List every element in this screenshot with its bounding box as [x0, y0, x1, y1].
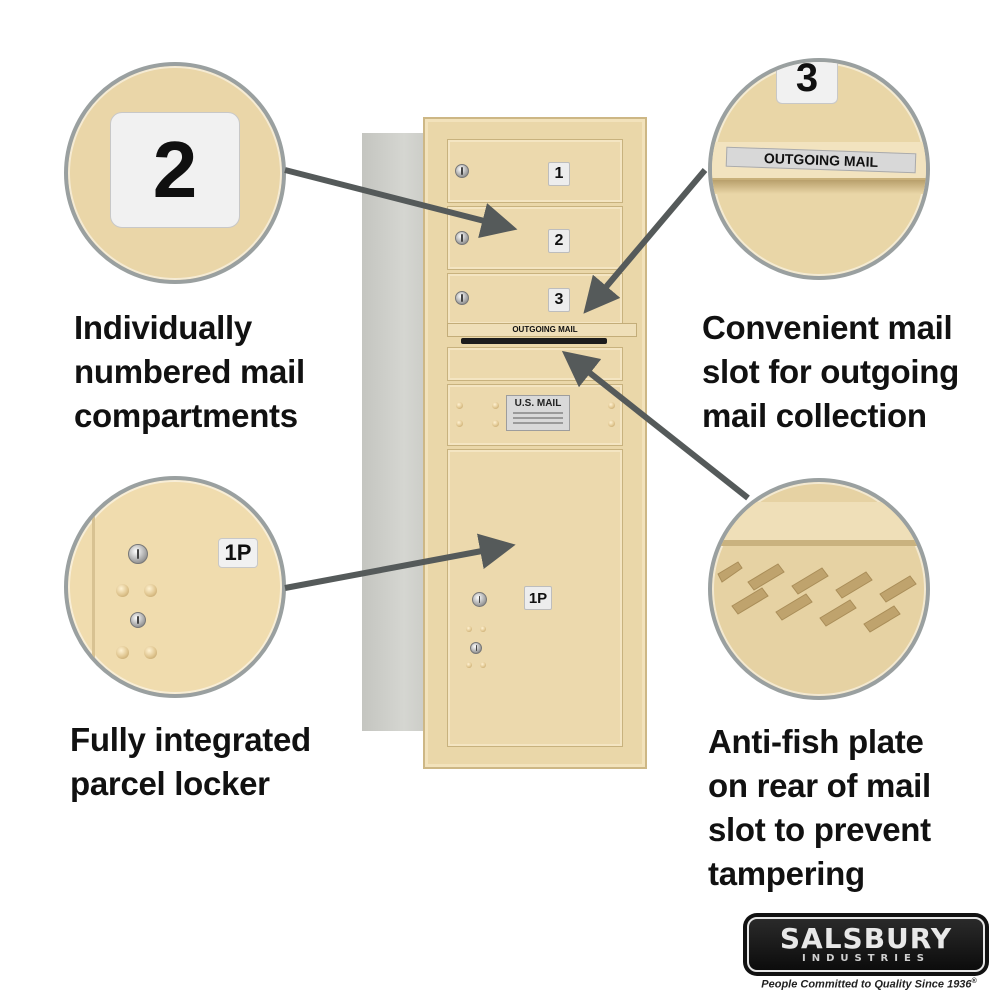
- rivet: [480, 626, 486, 632]
- compartment-door-3: 3: [447, 273, 623, 325]
- caption-line: parcel locker: [70, 765, 270, 802]
- caption-compartments: Individually numbered mail compartments: [74, 306, 305, 438]
- caption-antifish: Anti-fish plate on rear of mail slot to …: [708, 720, 931, 896]
- caption-line: numbered mail: [74, 353, 305, 390]
- logo-sub: INDUSTRIES: [802, 952, 930, 964]
- lock-icon: [470, 642, 482, 654]
- parcel-number-tile: 1P: [218, 538, 258, 568]
- anti-fish-slats: [712, 502, 926, 633]
- caption-line: Convenient mail: [702, 309, 953, 346]
- rivet: [608, 402, 615, 409]
- rivet: [456, 402, 463, 409]
- rivet: [608, 420, 615, 427]
- caption-line: Individually: [74, 309, 252, 346]
- parcel-locker-door: 1P: [447, 449, 623, 747]
- outgoing-mail-slot: [461, 338, 607, 344]
- compartment-number-tile: 3: [776, 62, 838, 104]
- caption-line: on rear of mail: [708, 767, 931, 804]
- rivet: [492, 420, 499, 427]
- rivet: [116, 584, 129, 597]
- detail-parcel-locker: 1P: [64, 476, 286, 698]
- mailbox-front: 1 2 3 OUTGOING MAIL U.S. MAIL 1P: [423, 117, 647, 769]
- compartment-number-tile: 2: [110, 112, 240, 228]
- rivet: [480, 662, 486, 668]
- compartment-door-2: 2: [447, 206, 623, 270]
- caption-outgoing: Convenient mail slot for outgoing mail c…: [702, 306, 959, 438]
- brand-tagline: People Committed to Quality Since 1936®: [738, 978, 1000, 991]
- parcel-number: 1P: [524, 586, 552, 610]
- caption-line: tampering: [708, 855, 865, 892]
- slot-panel: [447, 347, 623, 381]
- rivet: [144, 584, 157, 597]
- lock-icon: [455, 231, 469, 245]
- rivet: [456, 420, 463, 427]
- plate-fine-print: [513, 417, 563, 419]
- logo-name: SALSBURY: [779, 921, 953, 955]
- caption-line: slot to prevent: [708, 811, 931, 848]
- plate-fine-print: [513, 422, 563, 424]
- rivet: [466, 662, 472, 668]
- detail-anti-fish-plate: [708, 478, 930, 700]
- caption-line: mail collection: [702, 397, 927, 434]
- lock-icon: [128, 544, 148, 564]
- salsbury-logo: SALSBURY INDUSTRIES: [743, 913, 989, 976]
- caption-parcel: Fully integrated parcel locker: [70, 718, 311, 806]
- door-number: 1: [548, 162, 570, 186]
- usps-panel: U.S. MAIL: [447, 384, 623, 446]
- registered-mark: ®: [971, 978, 977, 985]
- detail-outgoing-slot: 3 OUTGOING MAIL: [708, 58, 930, 280]
- door-number: 3: [548, 288, 570, 312]
- compartment-door-1: 1: [447, 139, 623, 203]
- caption-line: Anti-fish plate: [708, 723, 924, 760]
- lock-icon: [455, 164, 469, 178]
- rivet: [116, 646, 129, 659]
- lock-icon: [472, 592, 487, 607]
- rivet: [144, 646, 157, 659]
- caption-line: Fully integrated: [70, 721, 311, 758]
- slot-shadow: [712, 180, 926, 194]
- lock-icon: [455, 291, 469, 305]
- lock-icon: [130, 612, 146, 628]
- outgoing-mail-label: OUTGOING MAIL: [512, 324, 578, 334]
- us-mail-plate: U.S. MAIL: [506, 395, 570, 431]
- rivet: [492, 402, 499, 409]
- rivet: [466, 626, 472, 632]
- logo-inner: SALSBURY INDUSTRIES: [747, 917, 985, 972]
- plate-fine-print: [513, 412, 563, 414]
- caption-line: slot for outgoing: [702, 353, 959, 390]
- door-edge: [92, 480, 95, 694]
- tagline-text: People Committed to Quality Since 1936: [761, 978, 972, 991]
- caption-line: compartments: [74, 397, 298, 434]
- us-mail-title: U.S. MAIL: [514, 398, 562, 409]
- detail-numbered-compartment: 2: [64, 62, 286, 284]
- outgoing-mail-slot-lid: OUTGOING MAIL: [447, 323, 637, 337]
- door-number: 2: [548, 229, 570, 253]
- mailbox-side-panel: [362, 133, 432, 731]
